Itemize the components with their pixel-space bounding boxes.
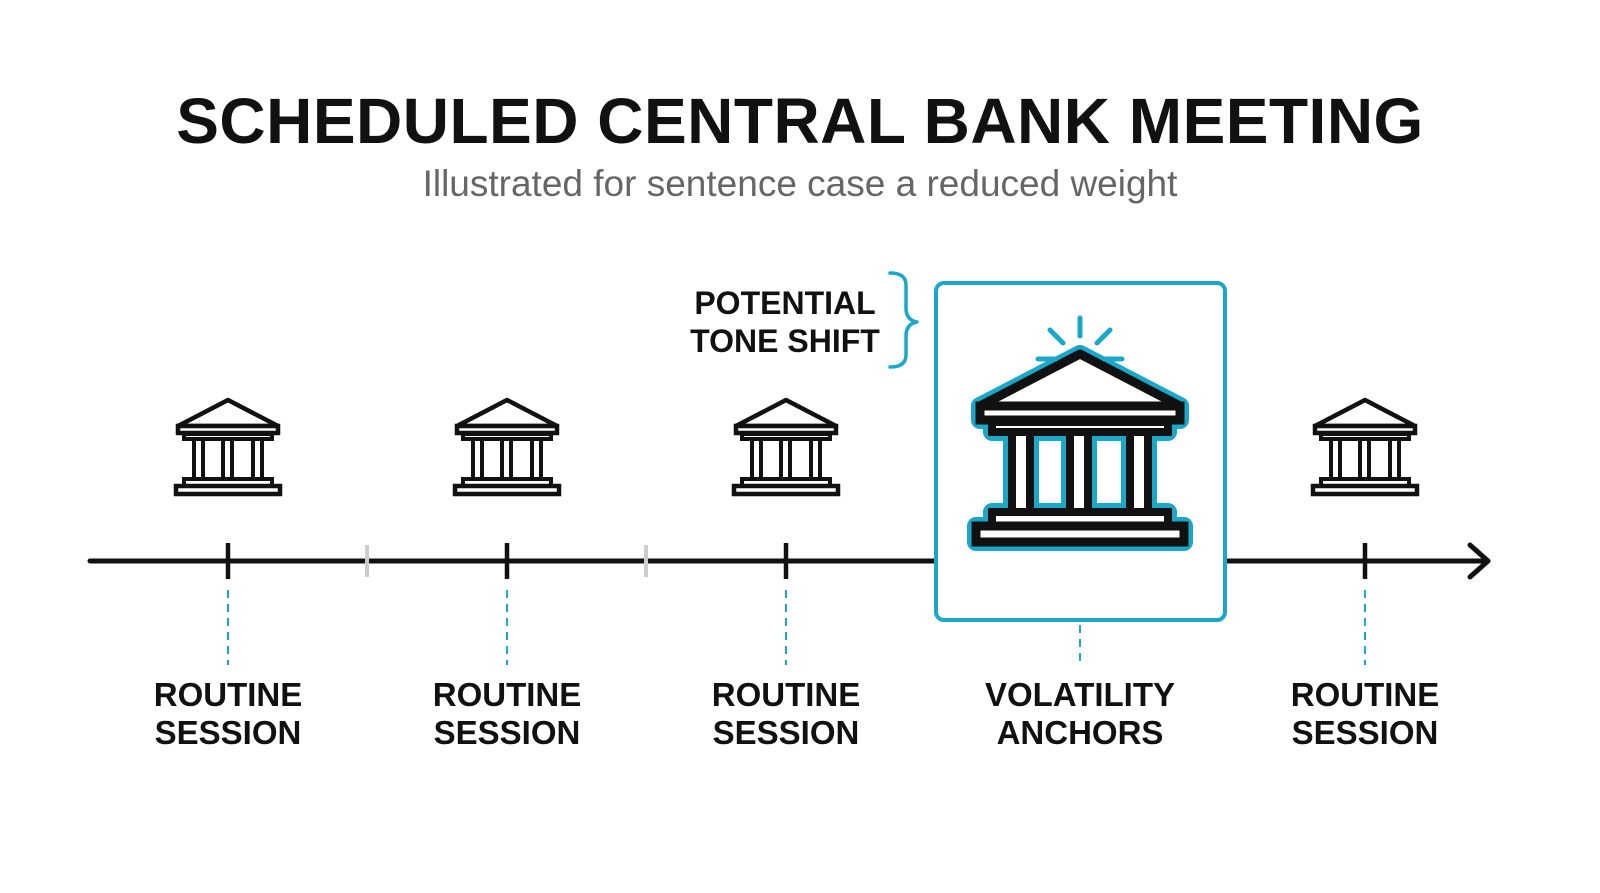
session-label-line1: ROUTINE bbox=[432, 676, 582, 713]
session-label-line1: ROUTINE bbox=[1290, 676, 1440, 713]
bank-building-icon bbox=[734, 400, 838, 494]
session-label-5: ROUTINE SESSION bbox=[1235, 676, 1495, 752]
timeline-arrowhead bbox=[1467, 542, 1491, 580]
session-label-3: ROUTINE SESSION bbox=[656, 676, 916, 752]
session-label-line2: ANCHORS bbox=[996, 714, 1164, 751]
session-label-line2: SESSION bbox=[154, 714, 302, 751]
bank-building-icon bbox=[1313, 400, 1417, 494]
tone-shift-callout: POTENTIAL TONE SHIFT bbox=[660, 284, 910, 360]
session-label-line1: ROUTINE bbox=[153, 676, 303, 713]
session-label-line2: SESSION bbox=[712, 714, 860, 751]
alert-burst-icon bbox=[1035, 315, 1125, 362]
bank-building-icon bbox=[176, 400, 280, 494]
session-label-line1: VOLATILITY bbox=[984, 676, 1176, 713]
bank-building-icon bbox=[455, 400, 559, 494]
session-label-line1: ROUTINE bbox=[711, 676, 861, 713]
session-label-1: ROUTINE SESSION bbox=[98, 676, 358, 752]
session-label-4: VOLATILITY ANCHORS bbox=[950, 676, 1210, 752]
page-title: SCHEDULED CENTRAL BANK MEETING bbox=[176, 85, 1424, 157]
callout-line1: POTENTIAL bbox=[694, 285, 876, 321]
highlighted-bank-icon bbox=[967, 345, 1193, 551]
page-subtitle: Illustrated for sentence case a reduced … bbox=[422, 163, 1178, 204]
callout-line2: TONE SHIFT bbox=[690, 323, 880, 359]
session-label-2: ROUTINE SESSION bbox=[377, 676, 637, 752]
session-label-line2: SESSION bbox=[1291, 714, 1439, 751]
curly-bracket-icon bbox=[888, 271, 919, 369]
session-label-line2: SESSION bbox=[433, 714, 581, 751]
